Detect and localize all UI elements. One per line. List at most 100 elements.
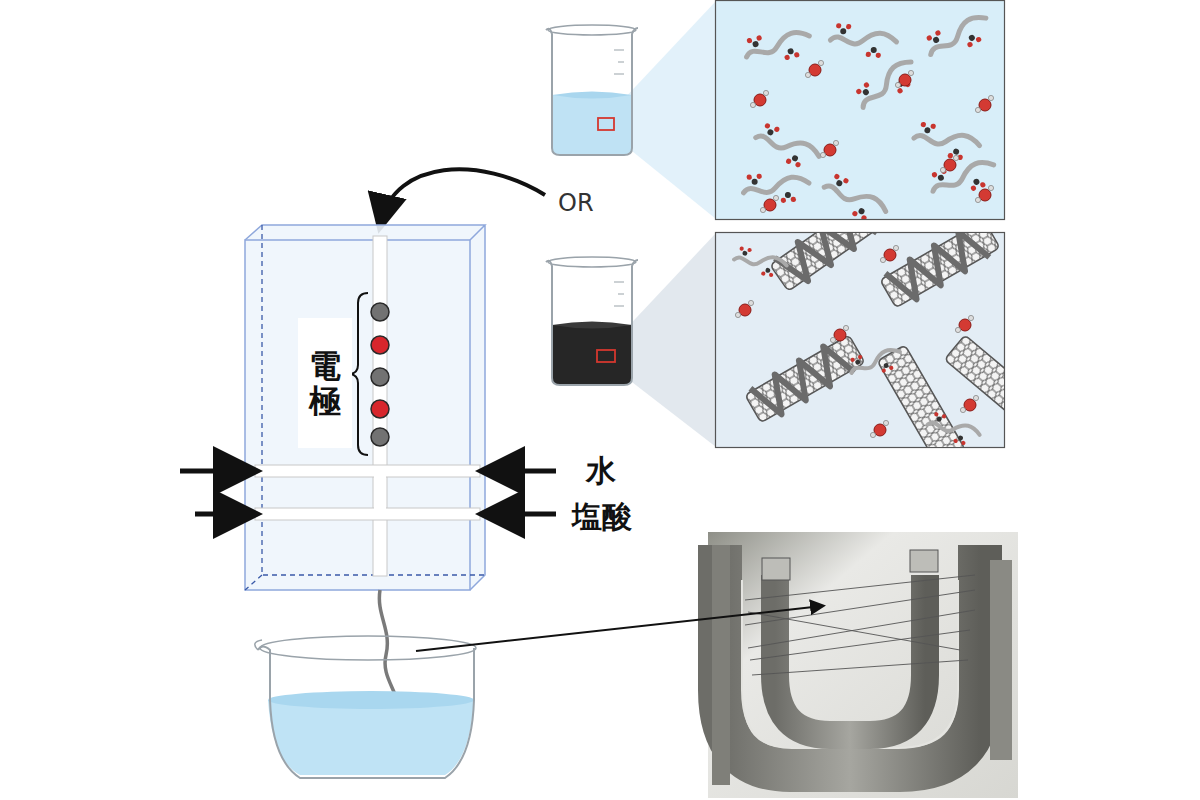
collection-bath	[268, 700, 474, 775]
zoom-panel-nanotube	[732, 246, 788, 280]
electrode-label: 電極	[309, 349, 341, 419]
beaker-solution	[546, 28, 638, 155]
zoom-panel-nanotube	[870, 420, 888, 437]
zoom-panel-nanotube	[770, 233, 887, 291]
zoom-panel-nanotube	[735, 300, 753, 317]
water-label: 水	[586, 451, 616, 492]
beaker-dispersion	[546, 260, 638, 385]
inlet-arrow	[195, 512, 248, 517]
zoom-panel-nanotube	[879, 233, 1002, 310]
zoom-panel-polymer	[820, 140, 838, 157]
fiber-photo	[708, 532, 1018, 798]
zoom-panel-polymer	[922, 6, 995, 66]
fiber-photo	[762, 558, 790, 580]
zoom-panel-polymer	[760, 195, 778, 212]
electrode	[371, 336, 389, 354]
zoom-panel-polymer	[895, 70, 913, 87]
beaker-dispersion	[597, 350, 615, 362]
spinning-device	[245, 225, 485, 590]
collection-bath	[255, 640, 262, 650]
fiber-photo	[720, 545, 980, 770]
beaker-dispersion	[552, 325, 632, 385]
zoom-panel-nanotube	[744, 332, 867, 425]
zoom-panel-polymer	[975, 185, 993, 202]
inlet-arrow	[490, 512, 556, 517]
beaker-dispersion	[548, 257, 636, 267]
beaker-dispersion	[552, 322, 632, 329]
fiber-photo	[745, 590, 975, 625]
zoom-panel-nanotube	[880, 233, 1000, 308]
beaker-dispersion	[546, 257, 638, 385]
electrode	[371, 428, 389, 446]
zoom-panel-nanotube	[960, 395, 978, 412]
zoom-panel-polymer	[750, 90, 768, 107]
or-label: OR	[558, 189, 594, 217]
spinning-device	[245, 225, 485, 590]
zoom-panel-nanotube	[925, 411, 982, 447]
zoom-panel-nanotube	[944, 335, 1004, 437]
beaker-solution	[548, 25, 636, 35]
beaker-solution	[614, 50, 624, 74]
zoom-panel-polymer	[751, 121, 824, 173]
collection-bath	[255, 636, 476, 778]
electrode	[371, 303, 389, 321]
inlet-arrow	[180, 469, 248, 474]
fiber-photo	[745, 575, 975, 675]
zoom-panel-nanotube	[732, 233, 1004, 447]
zoom-panel-nanotube	[880, 245, 898, 262]
zoom-panel-nanotube	[944, 335, 1004, 437]
zoom-panel-polymer	[852, 52, 923, 118]
zoom-panel-polymer	[805, 60, 823, 77]
zoom-panel-polymer	[829, 23, 897, 60]
electrode	[371, 303, 389, 446]
spinning-device	[374, 466, 386, 519]
zoom-panel-polymer	[975, 95, 993, 112]
zoom-panel-nanotube	[775, 233, 877, 289]
fiber-photo	[712, 545, 730, 785]
zoom-panel-nanotube	[955, 315, 973, 332]
fiber-photo	[750, 630, 970, 660]
fiber-photo	[910, 550, 938, 572]
hcl-label: 塩酸	[572, 497, 632, 538]
zoom-panel-polymer	[911, 121, 981, 163]
spinning-device	[255, 508, 480, 520]
collection-bath	[268, 691, 474, 709]
fiber-photo	[708, 532, 1018, 798]
feed-arrow	[381, 169, 545, 222]
inlet-arrow	[180, 471, 556, 514]
zoom-panel-polymer	[927, 152, 1000, 204]
leader-arrow	[416, 606, 822, 651]
fiber-photo	[775, 575, 925, 735]
zoom-panel-nanotube	[716, 194, 1057, 465]
inlet-arrow	[490, 469, 556, 474]
beaker-solution	[598, 118, 614, 130]
label-patch	[298, 318, 352, 448]
spinning-device	[245, 225, 485, 590]
zoom-panel-nanotube	[750, 339, 854, 421]
zoom-panel-nanotube	[847, 342, 905, 384]
spinning-device	[255, 465, 480, 477]
beaker-solution	[552, 95, 632, 155]
zoom-panel-polymer	[940, 155, 958, 172]
zoom-panel-polymer	[716, 1, 1005, 228]
zoom-panel-polymer	[742, 23, 814, 70]
fiber-photo	[748, 612, 960, 650]
zoom-panel-polymer	[716, 1, 1005, 220]
spinning-device	[245, 240, 470, 590]
fiber-photo	[752, 660, 968, 675]
beaker-solution	[552, 92, 632, 99]
beaker-dispersion	[614, 282, 624, 306]
electrode	[371, 368, 389, 386]
fiber-photo	[745, 575, 975, 600]
collection-bath	[258, 647, 474, 779]
bracket	[350, 293, 368, 455]
beaker-solution	[546, 25, 638, 155]
zoom-panel-nanotube	[830, 325, 848, 342]
fiber-photo	[990, 560, 1012, 760]
zoom-panel-nanotube	[745, 335, 865, 423]
fiber-photo	[748, 610, 975, 648]
zoom-panel-polymer	[818, 171, 891, 219]
zoom-panel-nanotube	[885, 233, 989, 306]
zoom-panel-polymer	[742, 6, 1000, 219]
